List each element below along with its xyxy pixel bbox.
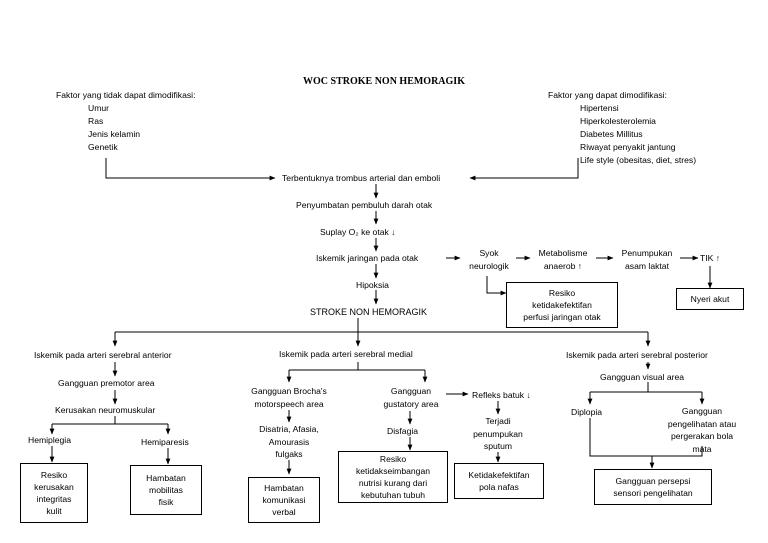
komunikasi-line: verbal (272, 507, 296, 517)
lactate-line: Penumpukan (621, 248, 673, 258)
mobility-line: mobilitas (149, 485, 183, 495)
disfagia-node: Disfagia (387, 426, 419, 436)
vision-line: pengelihatan atau (667, 418, 737, 429)
right-factor-item: Riwayat penyakit jantung (580, 142, 676, 152)
nafas-line: pola nafas (479, 482, 519, 492)
disatria-node: Disatria, Afasia, Amourasis fulgaks (244, 423, 334, 461)
right-factor-arrow (469, 158, 579, 181)
disatria-line: Disatria, Afasia, (259, 424, 319, 434)
right-factor-item: Hiperkolesterolemia (580, 116, 656, 126)
metabolism-line: anaerob ↑ (543, 260, 583, 271)
syok-line: neurologik (469, 260, 509, 271)
disatria-line: fulgaks (275, 449, 303, 459)
persepsi-line: Gangguan persepsi (615, 476, 691, 486)
skin-risk-line: kulit (46, 506, 62, 516)
nutrition-risk-box: Resiko ketidakseimbangan nutrisi kurang … (338, 451, 448, 503)
perfusi-line: perfusi jaringan otak (523, 312, 601, 322)
vision-disorder-node: Gangguan pengelihatan atau pergerakan bo… (654, 405, 750, 455)
nutrition-line: nutrisi kurang dari (358, 478, 428, 488)
persepsi-line: sensori pengelihatan (613, 488, 693, 498)
hypoxia-node: Hipoksia (356, 280, 389, 290)
metabolism-line: Metabolisme (538, 248, 588, 258)
right-factor-item: Diabetes Millitus (580, 129, 643, 139)
mobility-line: Hambatan (146, 473, 186, 483)
nyeri-akut-box: Nyeri akut (676, 288, 744, 310)
sputum-line: Terjadi (485, 416, 511, 426)
komunikasi-line: Hambatan (264, 483, 304, 493)
nafas-line: Ketidakefektifan (468, 470, 530, 480)
nutrition-line: ketidakseimbangan (355, 466, 431, 476)
perfusi-line: Resiko (548, 288, 576, 298)
diplopia-node: Diplopia (571, 407, 603, 417)
posterior-head: Iskemik pada arteri serebral posterior (566, 350, 708, 360)
skin-risk-line: integritas (36, 494, 72, 504)
lactate-node: Penumpukan asam laktat (613, 247, 681, 272)
sputum-line: penumpukan (473, 428, 523, 439)
vision-line: mata (692, 443, 712, 454)
nutrition-line: kebutuhan tubuh (360, 490, 426, 500)
thrombus-node: Terbentuknya trombus arterial dan emboli (282, 173, 441, 183)
stroke-node: STROKE NON HEMORAGIK (310, 307, 428, 317)
tik-node: TIK ↑ (700, 253, 721, 263)
skin-integrity-risk-box: Resiko kerusakan integritas kulit (20, 463, 88, 523)
nutrition-line: Resiko (379, 454, 407, 464)
perfusi-line: ketidakefektifan (532, 300, 592, 310)
syok-line: Syok (479, 248, 499, 258)
right-factor-item: Life style (obesitas, diet, stres) (580, 155, 697, 165)
sensory-perception-box: Gangguan persepsi sensori pengelihatan (594, 469, 712, 505)
skin-risk-line: kerusakan (34, 482, 74, 492)
cough-reflex-node: Refleks batuk ↓ (472, 390, 531, 400)
oxygen-supply-node: Suplay O₂ ke otak ↓ (320, 227, 396, 237)
occlusion-node: Penyumbatan pembuluh darah otak (296, 200, 433, 210)
lactate-line: asam laktat (625, 260, 669, 271)
metabolism-node: Metabolisme anaerob ↑ (530, 247, 596, 272)
left-factor-arrow (105, 158, 276, 181)
visual-area-node: Gangguan visual area (600, 372, 685, 382)
gustatory-line: gustatory area (383, 398, 439, 409)
komunikasi-line: komunikasi (262, 495, 306, 505)
hemiparesis-node: Hemiparesis (141, 437, 189, 447)
ischemia-node: Iskemik jaringan pada otak (316, 253, 419, 263)
anterior-head: Iskemik pada arteri serebral anterior (34, 350, 172, 360)
sputum-line: sputum (483, 441, 513, 451)
left-factor-item: Genetik (88, 142, 118, 152)
left-factor-item: Ras (88, 116, 104, 126)
gustatory-node: Gangguan gustatory area (372, 385, 450, 410)
left-factors-heading: Faktor yang tidak dapat dimodifikasi: (56, 90, 196, 100)
diagram-title: WOC STROKE NON HEMORAGIK (303, 76, 465, 87)
neuromuskular-node: Kerusakan neuromuskular (55, 405, 156, 415)
breathing-pattern-box: Ketidakefektifan pola nafas (454, 463, 544, 499)
skin-risk-line: Resiko (40, 470, 68, 480)
verbal-communication-box: Hambatan komunikasi verbal (248, 477, 320, 523)
vision-line: Gangguan (681, 406, 723, 416)
right-factors-heading: Faktor yang dapat dimodifikasi: (548, 90, 667, 100)
broca-node: Gangguan Brocha's motorspeech area (240, 385, 338, 410)
medial-head: Iskemik pada arteri serebral medial (279, 349, 413, 359)
vision-line: pergerakan bola (670, 431, 734, 441)
sputum-node: Terjadi penumpukan sputum (464, 415, 532, 453)
left-factor-item: Umur (88, 103, 110, 113)
broca-line: motorspeech area (254, 398, 324, 409)
right-factor-item: Hipertensi (580, 103, 619, 113)
mobility-line: fisik (158, 497, 174, 507)
premotor-node: Gangguan premotor area (58, 378, 155, 388)
perfusi-risk-box: Resiko ketidakefektifan perfusi jaringan… (506, 282, 618, 328)
syok-node: Syok neurologik (460, 247, 518, 272)
gustatory-line: Gangguan (390, 386, 432, 396)
left-factor-item: Jenis kelamin (88, 129, 141, 139)
physical-mobility-box: Hambatan mobilitas fisik (130, 465, 202, 515)
disatria-line: Amourasis (268, 436, 310, 447)
broca-line: Gangguan Brocha's (251, 386, 327, 396)
hemiplegia-node: Hemiplegia (28, 435, 71, 445)
